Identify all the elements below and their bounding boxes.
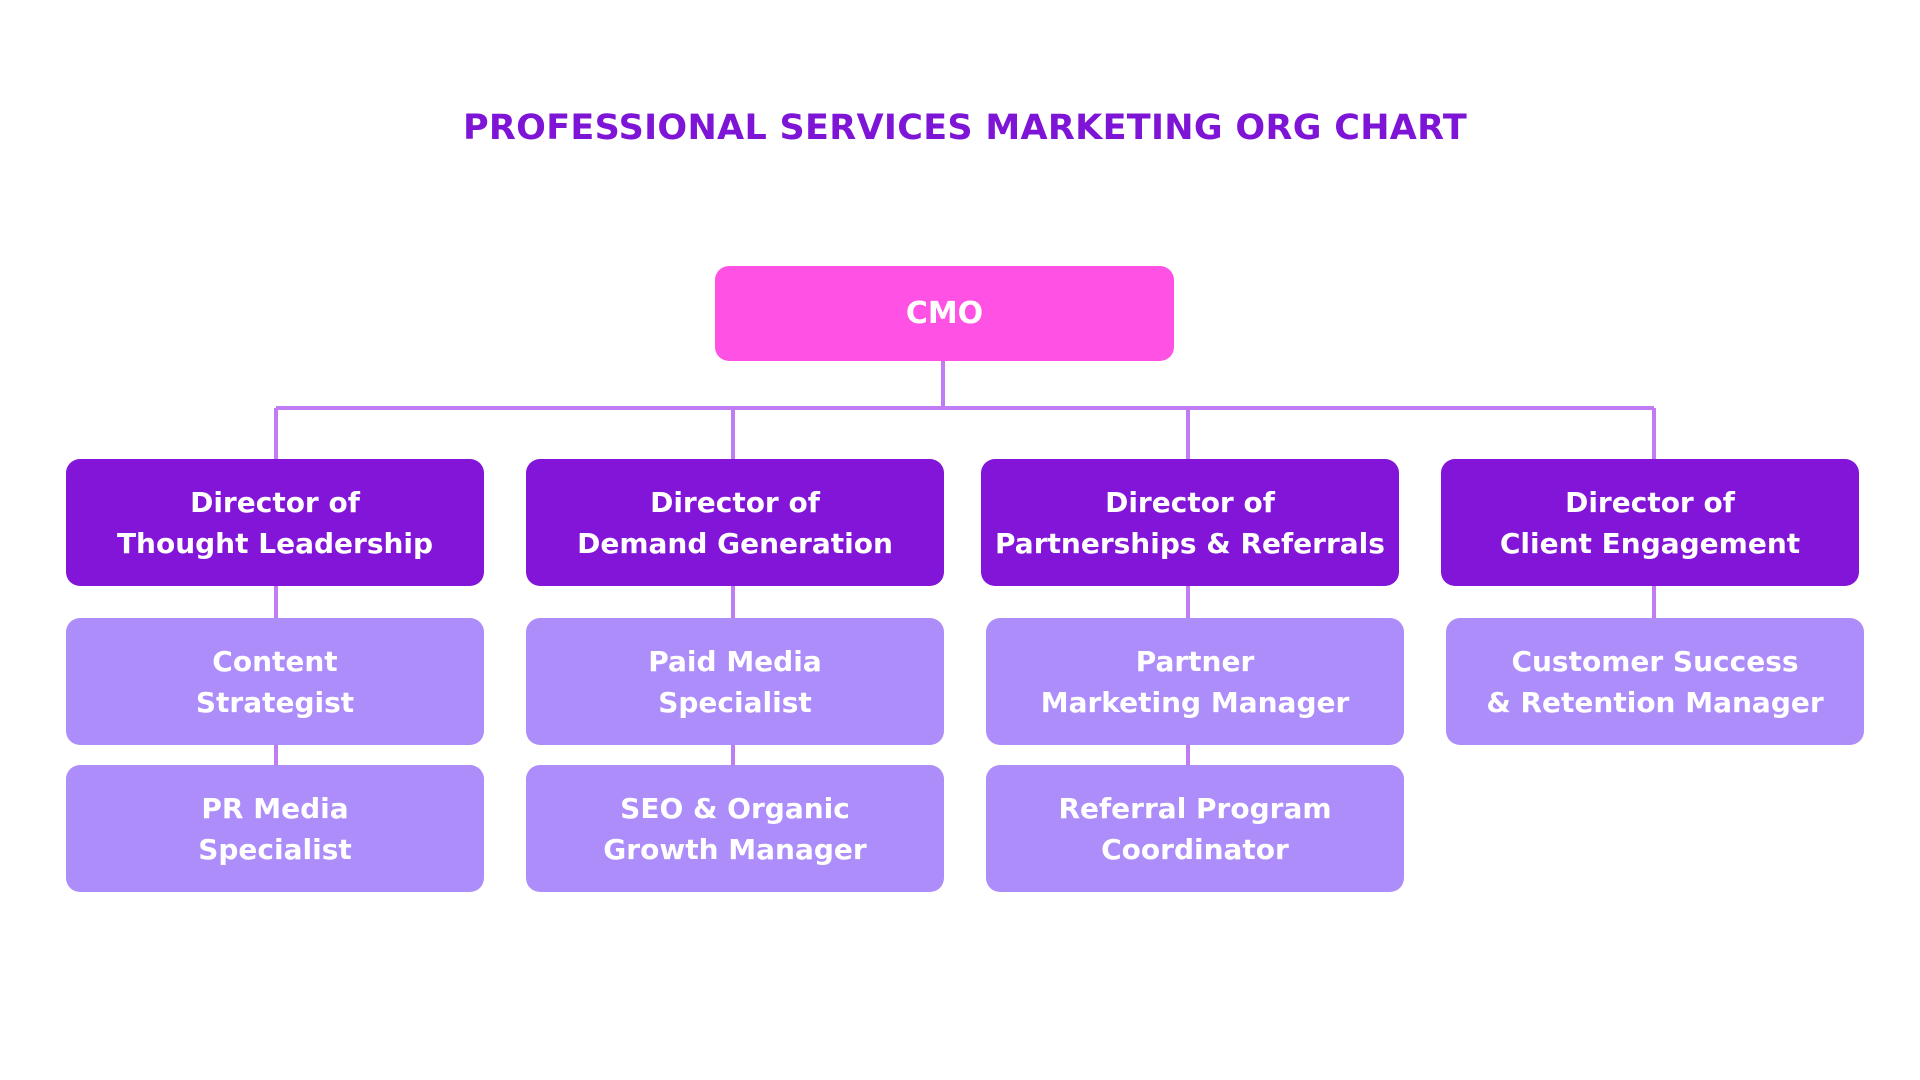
- role-title-line-2: Growth Manager: [603, 832, 867, 866]
- role-title-line-1: PR Media: [201, 791, 349, 825]
- role-customer-success-retention-manager: Customer Success & Retention Manager: [1446, 618, 1864, 745]
- role-pr-media-specialist: PR Media Specialist: [66, 765, 484, 892]
- role-title-line-1: SEO & Organic: [620, 791, 850, 825]
- director-title-line-2: Demand Generation: [577, 526, 893, 560]
- role-content-strategist: Content Strategist: [66, 618, 484, 745]
- director-title-line-1: Director of: [1565, 485, 1735, 519]
- director-demand-generation: Director of Demand Generation: [526, 459, 944, 586]
- role-title-line-1: Paid Media: [648, 644, 822, 678]
- role-title-line-2: Strategist: [195, 685, 355, 719]
- role-referral-program-coordinator: Referral Program Coordinator: [986, 765, 1404, 892]
- role-title-line-1: Content: [212, 644, 338, 678]
- role-title-line-1: Customer Success: [1511, 644, 1799, 678]
- cmo-box: CMO: [715, 266, 1174, 361]
- director-title-line-1: Director of: [1105, 485, 1275, 519]
- cmo-label: CMO: [905, 296, 984, 331]
- role-title-line-2: Coordinator: [1101, 832, 1289, 866]
- role-title-line-2: & Retention Manager: [1486, 685, 1824, 719]
- director-client-engagement: Director of Client Engagement: [1441, 459, 1859, 586]
- director-title-line-2: Client Engagement: [1499, 526, 1801, 560]
- director-title-line-2: Partnerships & Referrals: [995, 526, 1385, 560]
- role-title-line-1: Referral Program: [1058, 791, 1332, 825]
- role-partner-marketing-manager: Partner Marketing Manager: [986, 618, 1404, 745]
- role-title-line-2: Specialist: [658, 685, 812, 719]
- director-title-line-1: Director of: [190, 485, 360, 519]
- chart-title: PROFESSIONAL SERVICES MARKETING ORG CHAR…: [462, 108, 1468, 148]
- role-title-line-2: Marketing Manager: [1040, 685, 1350, 719]
- role-title-line-1: Partner: [1135, 644, 1255, 678]
- director-thought-leadership: Director of Thought Leadership: [66, 459, 484, 586]
- role-title-line-2: Specialist: [198, 832, 352, 866]
- director-title-line-1: Director of: [650, 485, 820, 519]
- role-seo-organic-growth-manager: SEO & Organic Growth Manager: [526, 765, 944, 892]
- director-partnerships-referrals: Director of Partnerships & Referrals: [981, 459, 1399, 586]
- director-title-line-2: Thought Leadership: [116, 526, 434, 560]
- role-paid-media-specialist: Paid Media Specialist: [526, 618, 944, 745]
